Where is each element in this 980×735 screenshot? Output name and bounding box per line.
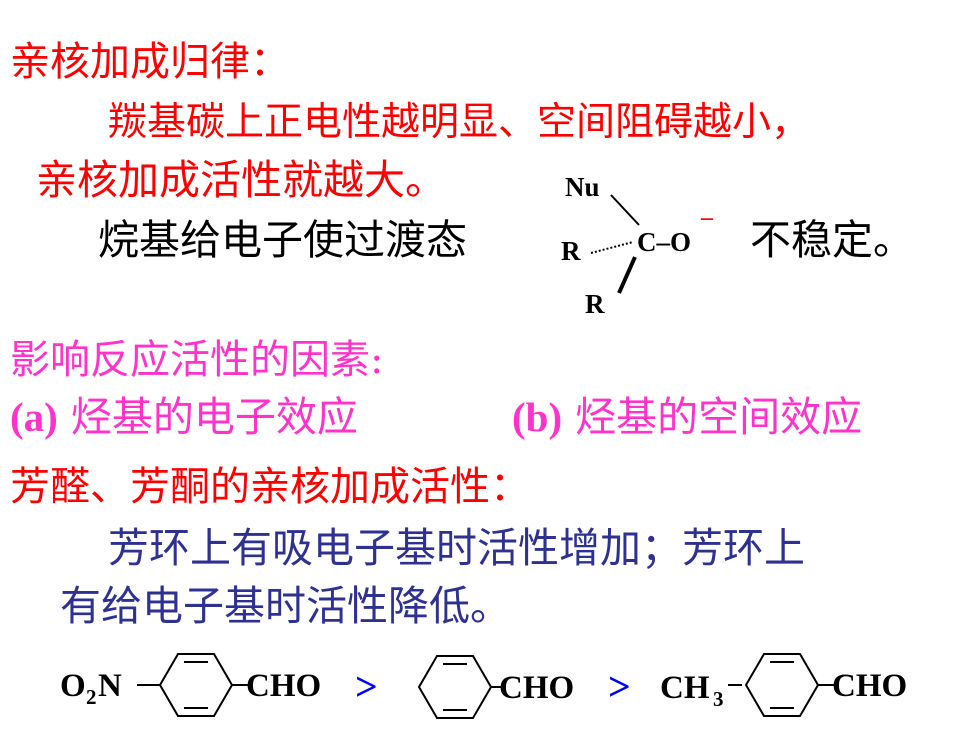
greater-than-2: > [608,664,631,709]
factor-a-text: 烃基的电子效应 [70,393,358,441]
heading-aromatic-reactivity: 芳醛、芳酮的亲核加成活性： [10,464,530,510]
factor-a-mark: (a) [10,394,58,440]
carbon-oxygen-label: C–O [637,227,691,257]
r-bottom-label: R [585,289,605,319]
c1-cho-label: CHO [246,668,321,704]
nu-bond [610,194,640,226]
c1-benzene-ring [158,653,234,717]
c3-cho-label: CHO [832,668,907,704]
c1-o-label: O [60,668,86,704]
transition-state-structure: Nu R C–O – R [561,172,714,319]
alkyl-line-after: 不稳定。 [750,216,914,264]
c2-benzene-ring [417,655,493,719]
c1-n-label: N [98,668,122,704]
c3-ch-label: CH [660,670,710,706]
aromatic-line-1: 芳环上有吸电子基时活性增加；芳环上 [108,524,805,572]
r-left-label: R [561,236,581,266]
factor-a: (a) 烃基的电子效应 [10,397,358,438]
r-left-dashed-bond [590,241,634,254]
heading-reactivity-factors: 影响反应活性的因素: [10,337,384,383]
greater-than-1: > [355,664,378,709]
alkyl-line-before: 烷基给电子使过渡态 [98,216,467,264]
reactivity-order-structures: O 2 N CHO > CHO > CH 3 CHO [60,653,907,719]
rule-line-2: 亲核加成活性就越大。 [36,156,446,204]
c2-cho-label: CHO [499,670,574,706]
factor-b: (b) 烃基的空间效应 [512,397,862,438]
c3-benzene-ring [744,653,820,717]
heading-nucleophilic-addition-rule: 亲核加成归律： [10,39,290,85]
aromatic-line-2: 有给电子基时活性降低。 [60,582,511,630]
factor-b-mark: (b) [512,394,563,440]
negative-charge: – [700,205,714,231]
nu-label: Nu [565,172,600,202]
c3-ch-index: 3 [713,687,724,711]
c1-o-index: 2 [86,685,97,709]
rule-line-1: 羰基碳上正电性越明显、空间阻碍越小， [108,100,811,145]
factor-b-text: 烃基的空间效应 [575,393,863,441]
r-bottom-wedge-bond [617,256,637,294]
